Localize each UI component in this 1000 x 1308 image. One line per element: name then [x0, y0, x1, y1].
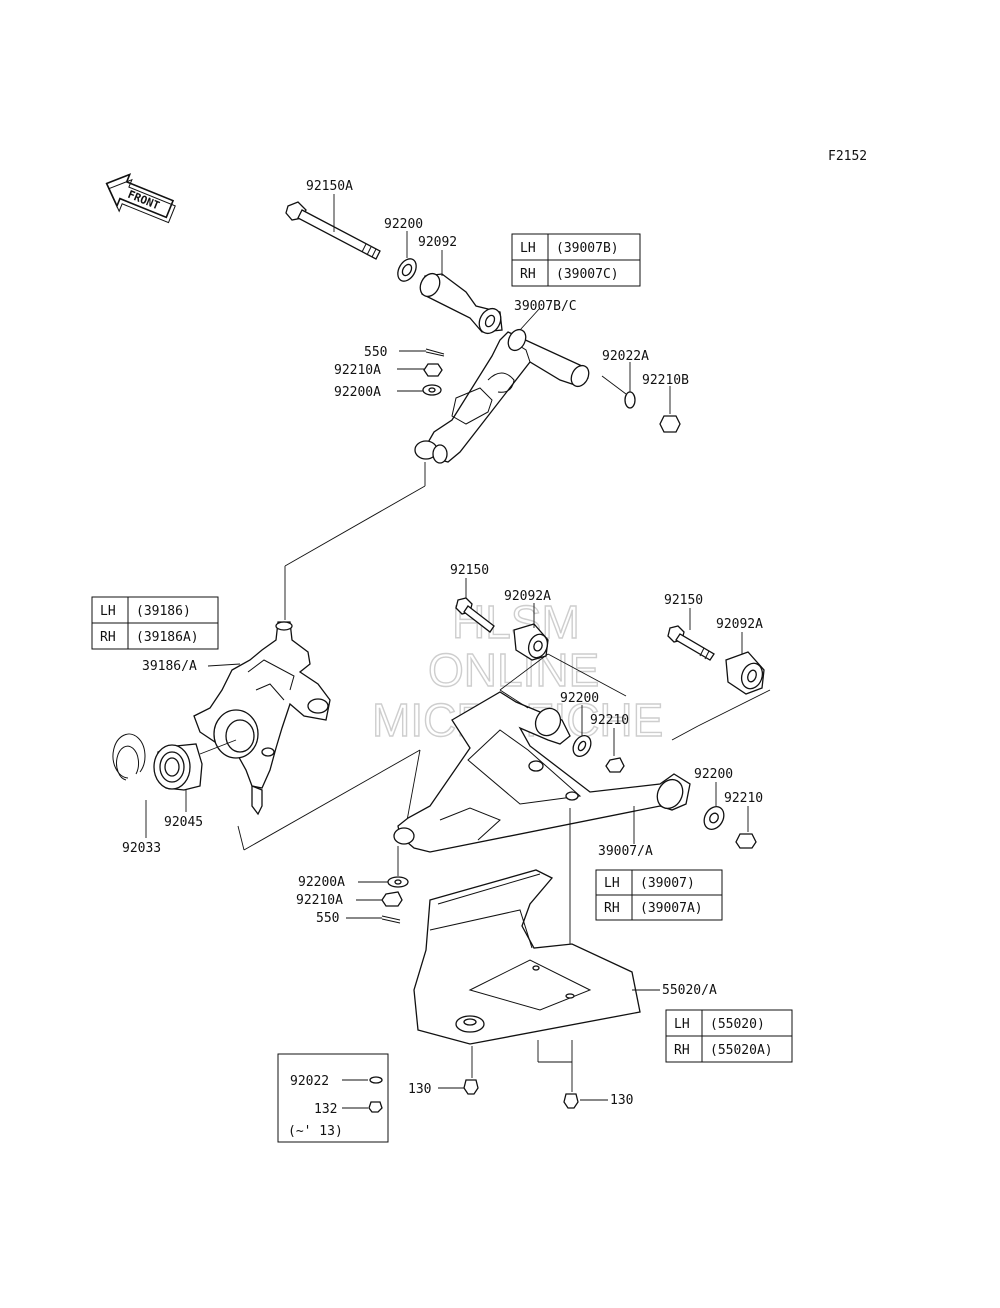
- lower-bolt-2-part: [667, 625, 715, 661]
- upper-table-rh-part: (39007C): [556, 267, 619, 282]
- guard-bolts: [463, 1079, 579, 1109]
- callout-upper-arm: 39007B/C: [514, 299, 577, 314]
- circlip-part: [112, 733, 146, 781]
- watermark-line-2: ONLINE: [428, 644, 599, 696]
- lower-table-rh: RH: [604, 901, 620, 916]
- lower-arm-table: LH (39007) RH (39007A): [595, 869, 723, 921]
- lower-small-parts: [381, 876, 409, 924]
- callout-upper-nut-a: 92210A: [334, 363, 381, 378]
- inset-box: 92022 132 (~' 13): [277, 1053, 389, 1143]
- lower-table-rh-part: (39007A): [640, 901, 703, 916]
- callout-upper-washer-a: 92200A: [334, 385, 381, 400]
- guard-table-lh: LH: [674, 1017, 690, 1032]
- guard-table-lh-part: (55020): [710, 1017, 765, 1032]
- callout-knuckle: 39186/A: [142, 659, 197, 674]
- callout-lower-nut-2: 92210: [724, 791, 763, 806]
- callout-lower-bolt-2: 92150: [664, 593, 703, 608]
- inset-note: (~' 13): [288, 1124, 343, 1139]
- callout-lower-bolt-1: 92150: [450, 563, 489, 578]
- knuckle-table-lh: LH: [100, 604, 116, 619]
- lower-arm-part: [393, 691, 691, 853]
- knuckle-table-lh-part: (39186): [136, 604, 191, 619]
- callout-upper-bolt: 92150A: [306, 179, 353, 194]
- upper-table-lh-part: (39007B): [556, 241, 619, 256]
- knuckle-table-rh-part: (39186A): [136, 630, 199, 645]
- callout-inset-bolt: 132: [314, 1102, 337, 1117]
- upper-bolt-part: [285, 201, 381, 260]
- lower-bushing-2-part: [725, 651, 765, 695]
- watermark-line-1: HLSM: [452, 596, 580, 648]
- lower-fasteners: [572, 735, 757, 849]
- callout-lower-pin: 550: [316, 911, 339, 926]
- knuckle-table-rh: RH: [100, 630, 116, 645]
- callout-lower-arm: 39007/A: [598, 844, 653, 859]
- lower-bushing-1-part: [513, 623, 549, 661]
- guard-table: LH (55020) RH (55020A): [665, 1009, 793, 1063]
- callout-lower-washer-a: 92200A: [298, 875, 345, 890]
- callout-upper-washer-22: 92022A: [602, 349, 649, 364]
- upper-bushing-part: [419, 272, 503, 335]
- callout-guard-bolt-right: 130: [610, 1093, 633, 1108]
- callout-inset-washer: 92022: [290, 1074, 329, 1089]
- guard-table-rh: RH: [674, 1043, 690, 1058]
- callout-upper-bushing: 92092: [418, 235, 457, 250]
- lower-table-lh: LH: [604, 876, 620, 891]
- knuckle-table: LH (39186) RH (39186A): [91, 596, 219, 650]
- callout-upper-nut-b: 92210B: [642, 373, 689, 388]
- callout-lower-bushing-2: 92092A: [716, 617, 763, 632]
- guard-leaders: [438, 989, 660, 1101]
- lower-table-lh-part: (39007): [640, 876, 695, 891]
- callout-upper-washer: 92200: [384, 217, 423, 232]
- callout-lower-washer-1: 92200: [560, 691, 599, 706]
- callout-guard-bolt-left: 130: [408, 1082, 431, 1097]
- guard-part: [413, 869, 641, 1045]
- callout-lower-bushing-1: 92092A: [504, 589, 551, 604]
- callout-lower-washer-2: 92200: [694, 767, 733, 782]
- callout-lower-nut-1: 92210: [590, 713, 629, 728]
- upper-small-parts: [422, 348, 681, 433]
- upper-arm-table: LH (39007B) RH (39007C): [511, 233, 641, 287]
- knuckle-part: [193, 621, 331, 816]
- callout-lower-nut-a: 92210A: [296, 893, 343, 908]
- knuckle-leaders: [145, 663, 421, 851]
- callout-upper-pin: 550: [364, 345, 387, 360]
- upper-leaders: [284, 194, 671, 620]
- figure-code: F2152: [828, 149, 867, 164]
- guard-table-rh-part: (55020A): [710, 1043, 773, 1058]
- upper-washer-part: [397, 258, 417, 282]
- upper-table-rh: RH: [520, 267, 536, 282]
- upper-arm-part: [414, 328, 590, 464]
- bearing-part: [153, 743, 203, 791]
- callout-guard: 55020/A: [662, 983, 717, 998]
- callout-circlip: 92033: [122, 841, 161, 856]
- upper-table-lh: LH: [520, 241, 536, 256]
- front-arrow-icon: FRONT: [105, 173, 176, 224]
- callout-bearing: 92045: [164, 815, 203, 830]
